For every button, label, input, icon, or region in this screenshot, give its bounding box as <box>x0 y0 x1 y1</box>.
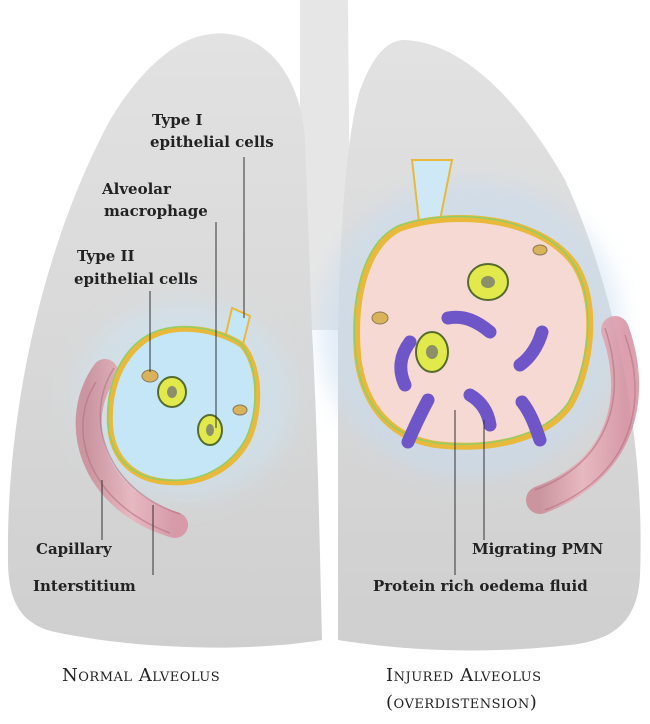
injured-alveolus <box>357 218 590 446</box>
label-macro-line2: macrophage <box>104 202 208 220</box>
normal-macrophage-1 <box>158 377 186 407</box>
label-type1-line1: Type I <box>152 111 203 129</box>
type2-cell <box>233 405 247 415</box>
label-migrating-pmn: Migrating PMN <box>472 540 603 558</box>
injured-macrophage-2 <box>416 332 448 372</box>
caption-normal-alveolus: Normal Alveolus <box>62 663 220 689</box>
label-interstitium: Interstitium <box>33 577 136 595</box>
normal-macrophage-2 <box>198 415 222 445</box>
label-capillary: Capillary <box>36 540 112 558</box>
normal-alveolus <box>110 329 257 483</box>
injured-macrophage-1 <box>468 264 508 300</box>
label-type2-line1: Type II <box>77 247 135 265</box>
caption-overdistension: (overdistension) <box>386 690 537 716</box>
caption-injured-alveolus: Injured Alveolus <box>386 663 541 689</box>
label-type2-line2: epithelial cells <box>74 270 198 288</box>
label-type1-line2: epithelial cells <box>150 133 274 151</box>
label-macro-line1: Alveolar <box>102 180 171 198</box>
label-oedema: Protein rich oedema fluid <box>373 577 588 595</box>
